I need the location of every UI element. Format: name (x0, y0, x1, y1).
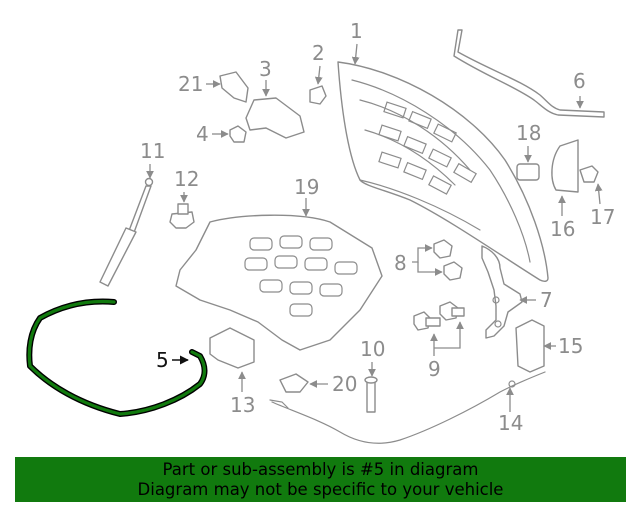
callout-2[interactable]: 2 (312, 41, 325, 65)
info-banner: Part or sub-assembly is #5 in diagram Di… (15, 457, 626, 502)
callout-17[interactable]: 17 (590, 205, 615, 229)
callout-18[interactable]: 18 (516, 121, 541, 145)
bracket-13-drawing (209, 327, 255, 369)
callout-16[interactable]: 16 (550, 217, 575, 241)
insulator-19-drawing (175, 214, 383, 351)
callout-14[interactable]: 14 (498, 411, 523, 435)
callout-9[interactable]: 9 (428, 357, 441, 381)
callout-4[interactable]: 4 (196, 122, 209, 146)
bolt-9-drawing (413, 301, 465, 331)
bolt-8-drawing (433, 239, 463, 281)
callout-labels: 1 2 3 4 5 6 7 8 9 10 11 12 13 14 15 16 1… (140, 19, 615, 435)
bracket-21-drawing (219, 71, 249, 103)
hood-panel-drawing (337, 61, 549, 283)
callout-8[interactable]: 8 (394, 251, 407, 275)
panel-16-drawing (551, 139, 579, 193)
hinge-drawing (481, 245, 523, 339)
callout-6[interactable]: 6 (573, 69, 586, 93)
clip-12-drawing (169, 203, 195, 229)
leader-lines (146, 43, 603, 412)
callout-20[interactable]: 20 (332, 372, 357, 396)
callout-13[interactable]: 13 (230, 393, 255, 417)
screw-17-drawing (579, 165, 599, 183)
highlighted-seal-5-drawing (26, 298, 208, 417)
callout-7[interactable]: 7 (540, 288, 553, 312)
callout-11[interactable]: 11 (140, 139, 165, 163)
bumper-2-drawing (309, 85, 327, 105)
hood-seal-6-drawing (453, 29, 605, 118)
callout-5[interactable]: 5 (156, 348, 169, 372)
callout-21[interactable]: 21 (178, 72, 203, 96)
callout-12[interactable]: 12 (174, 167, 199, 191)
callout-1[interactable]: 1 (350, 19, 363, 43)
banner-line-2: Diagram may not be specific to your vehi… (137, 480, 504, 499)
striker-3-drawing (245, 97, 305, 139)
banner-line-1: Part or sub-assembly is #5 in diagram (162, 460, 479, 479)
retainer-18-drawing (516, 163, 540, 181)
callout-3[interactable]: 3 (259, 57, 272, 81)
callout-15[interactable]: 15 (558, 334, 583, 358)
callout-10[interactable]: 10 (360, 337, 385, 361)
lock-15-drawing (515, 319, 545, 373)
callout-19[interactable]: 19 (294, 175, 319, 199)
gas-strut-drawing (99, 177, 154, 287)
prop-rod-10-drawing (364, 376, 378, 413)
nut-4-drawing (229, 125, 247, 143)
clip-20-drawing (279, 373, 309, 393)
